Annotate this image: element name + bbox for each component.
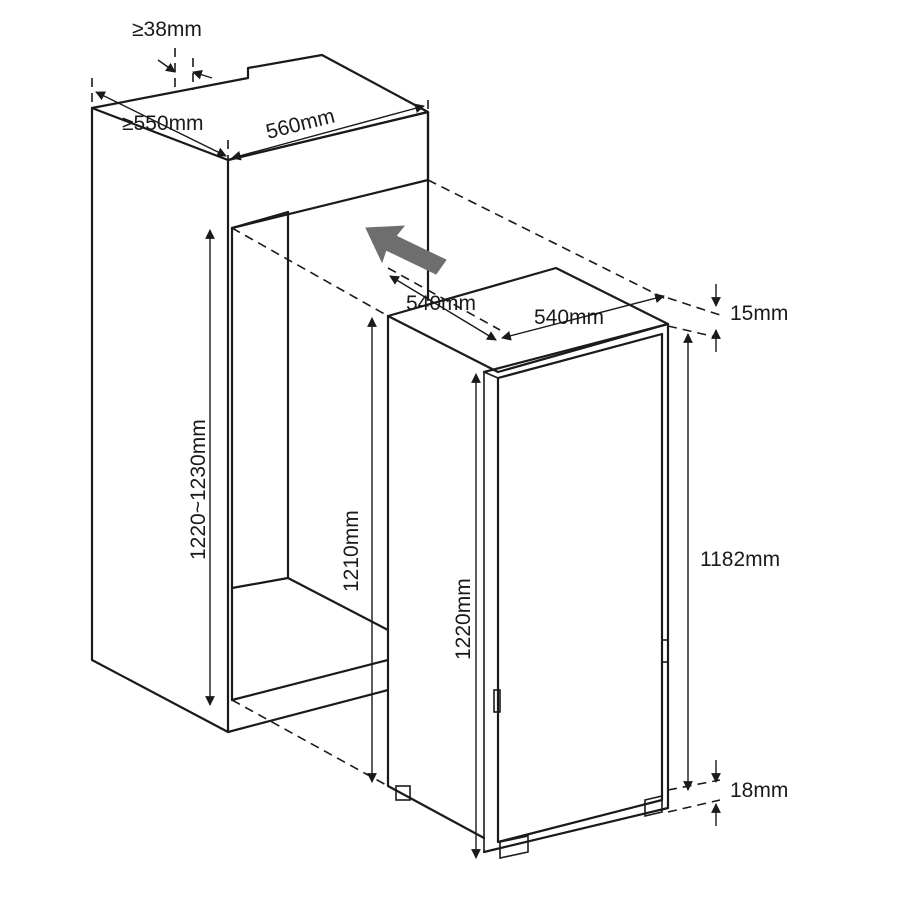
appliance-top (386, 266, 670, 374)
cabinet-top-face (90, 53, 430, 162)
label-door-height: 1182mm (700, 548, 780, 571)
label-appliance-depth: 540mm (406, 292, 476, 315)
cabinet-inner-top-edge (230, 210, 290, 230)
label-appliance-body-height: 1210mm (340, 510, 363, 592)
cabinet-inner-floor (230, 576, 390, 632)
label-appliance-width: 540mm (534, 306, 604, 329)
appliance-door-edge (483, 371, 499, 852)
label-top-gap: 15mm (730, 302, 788, 325)
cabinet-left-side (90, 106, 230, 734)
label-cabinet-height: 1220~1230mm (187, 419, 210, 560)
label-cabinet-gap-depth: ≥38mm (132, 18, 202, 41)
appliance-left-side (386, 314, 486, 840)
arrow-icon (365, 225, 447, 275)
dimension-lines (95, 59, 721, 859)
appliance-front (482, 322, 670, 854)
appliance (386, 266, 670, 859)
label-cabinet-width: 560mm (264, 105, 338, 144)
appliance-foot-right (644, 794, 663, 818)
appliance-hinge-bottom (499, 835, 529, 859)
appliance-hinge-mark-right (661, 639, 669, 663)
dimension-labels: ≥38mm ≥550mm 560mm 1220~1230mm 540mm 540… (122, 18, 788, 802)
cabinet-bottom-band (226, 658, 390, 734)
label-appliance-total-height: 1220mm (452, 578, 475, 660)
label-cabinet-depth: ≥550mm (122, 112, 204, 135)
appliance-hinge-mark-left (493, 689, 501, 713)
appliance-foot-left (395, 785, 411, 801)
label-bottom-gap: 18mm (730, 779, 788, 802)
cabinet-front-band (226, 110, 430, 230)
appliance-door (496, 332, 664, 844)
